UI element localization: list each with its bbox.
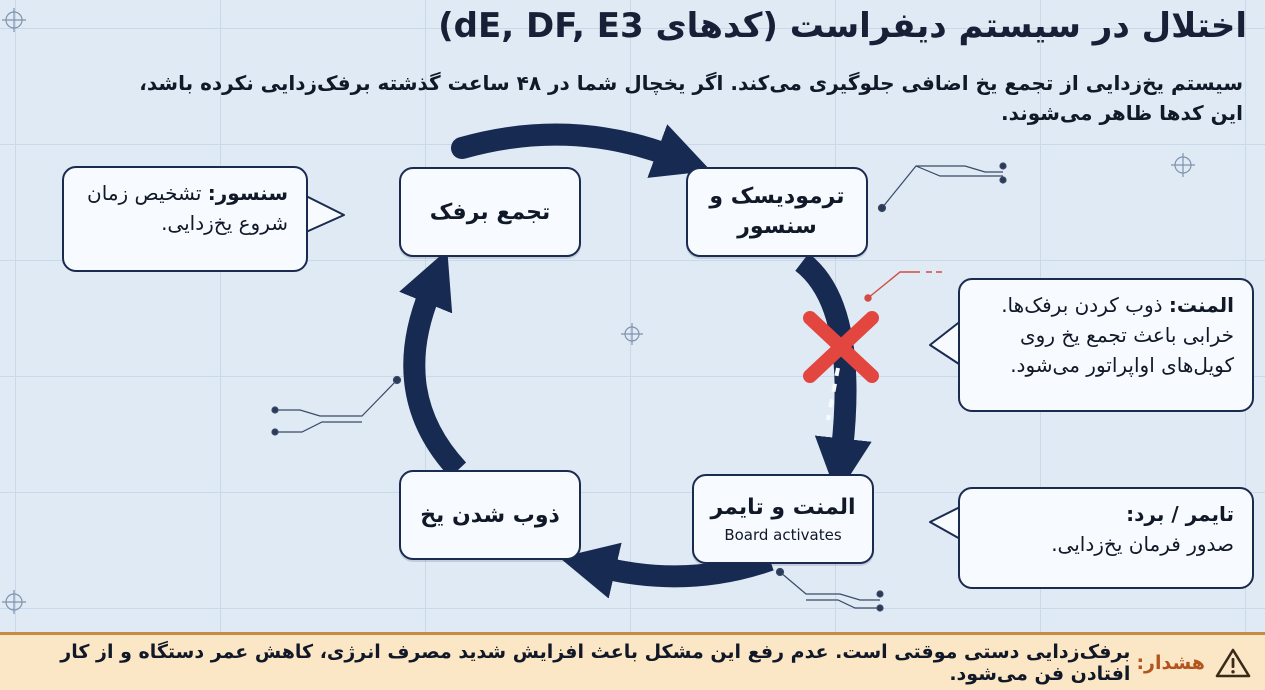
note-sensor: سنسور: تشخیص زمان شروع یخ‌زدایی.: [62, 166, 308, 272]
note-sensor-label: سنسور:: [207, 181, 288, 205]
circuit-decoration: [864, 271, 944, 302]
node-thermodisc-sensor: ترمودیسک و سنسور: [686, 167, 868, 257]
crosshair-icon: [1171, 153, 1195, 177]
node-heater-timer: المنت و تایمر Board activates: [692, 474, 874, 564]
note-heater: المنت: ذوب کردن برفک‌ها. خرابی باعث تجمع…: [958, 278, 1254, 412]
page-title: اختلال در سیستم دیفراست (کدهای dE, DF, E…: [438, 6, 1247, 46]
note-timer: تایمر / برد: صدور فرمان یخ‌زدایی.: [958, 487, 1254, 589]
warning-banner: هشدار: برفک‌زدایی دستی موقتی است. عدم رف…: [0, 632, 1265, 690]
note-timer-label: تایمر / برد:: [1126, 502, 1234, 526]
cycle-arrow-right: [794, 253, 872, 496]
note-timer-text: صدور فرمان یخ‌زدایی.: [1051, 532, 1234, 556]
crosshair-icon: [621, 323, 643, 345]
page-subtitle: سیستم یخ‌زدایی از تجمع یخ اضافی جلوگیری …: [139, 71, 1243, 125]
node-heater-timer-label: المنت و تایمر: [710, 494, 856, 520]
circuit-decoration: [271, 375, 402, 436]
circuit-decoration: [775, 567, 884, 612]
defrost-cycle-diagram: [2, 8, 1195, 614]
node-frost-buildup: تجمع برفک: [399, 167, 581, 257]
node-thermodisc-sensor-label: ترمودیسک و سنسور: [709, 184, 845, 239]
cycle-arrow-left: [399, 249, 467, 478]
note-heater-text: ذوب کردن برفک‌ها. خرابی باعث تجمع یخ روی…: [1001, 293, 1234, 377]
node-ice-melting: ذوب شدن یخ: [399, 470, 581, 560]
cycle-arrow-bottom: [559, 542, 774, 599]
fault-x-icon: [803, 311, 879, 383]
crosshair-icon: [2, 8, 26, 32]
note-sensor-pointer: [305, 195, 345, 233]
warning-triangle-icon: [1215, 648, 1251, 677]
cycle-arrow-top: [451, 123, 711, 178]
note-heater-label: المنت:: [1168, 293, 1234, 317]
warning-label: هشدار:: [1136, 651, 1205, 674]
node-ice-melting-label: ذوب شدن یخ: [420, 502, 560, 528]
warning-text: برفک‌زدایی دستی موقتی است. عدم رفع این م…: [60, 640, 1131, 685]
node-heater-timer-sublabel: Board activates: [724, 525, 842, 544]
circuit-decoration: [877, 162, 1007, 213]
note-sensor-text: تشخیص زمان شروع یخ‌زدایی.: [87, 181, 288, 235]
node-frost-buildup-label: تجمع برفک: [429, 199, 551, 225]
crosshair-icon: [2, 590, 26, 614]
